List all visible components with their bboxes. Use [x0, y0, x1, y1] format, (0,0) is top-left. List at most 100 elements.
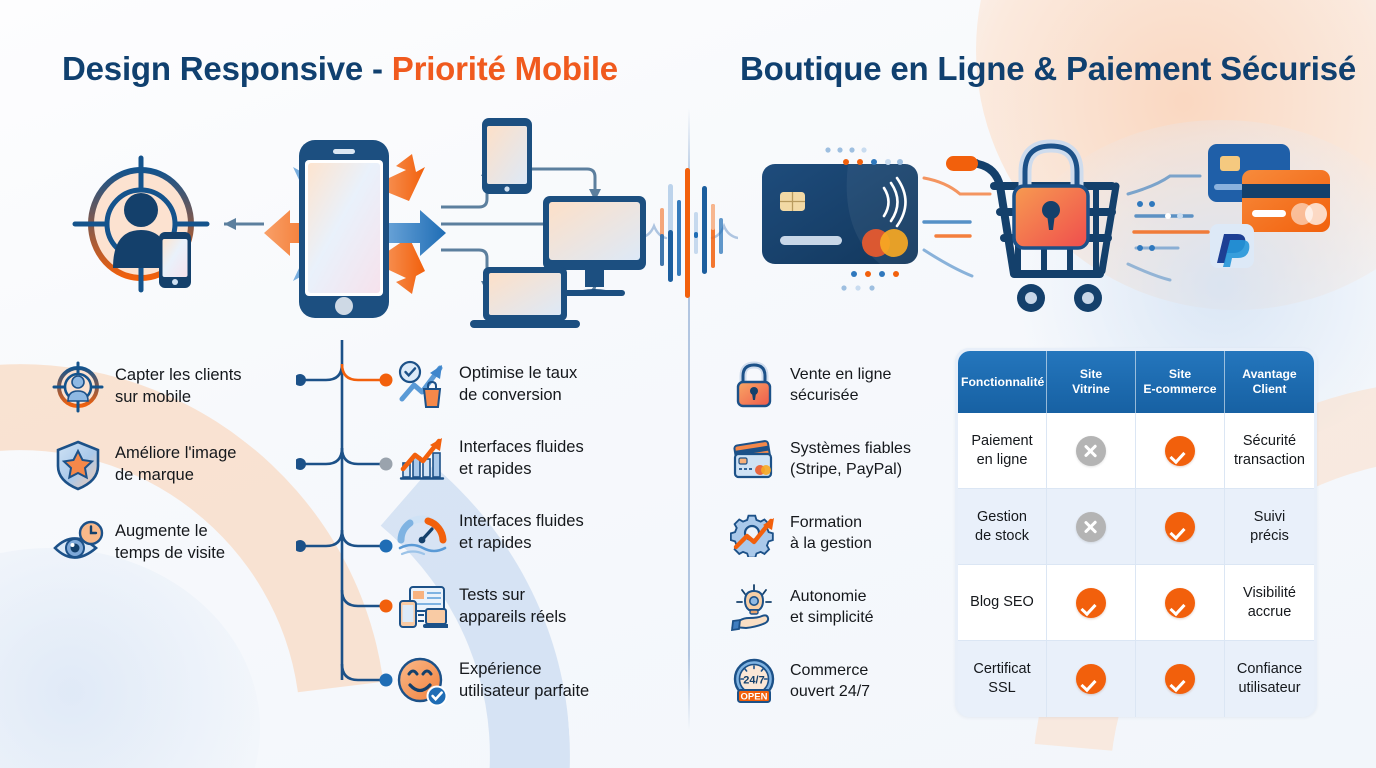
- connector-dot-right-5: [379, 673, 393, 687]
- cell-feature: Certificat SSL: [958, 641, 1047, 717]
- table-header-ecommerce: Site E-commerce: [1136, 351, 1225, 413]
- cell-vitrine: [1047, 641, 1136, 717]
- central-smartphone-illustration: [299, 140, 389, 318]
- cell-feature: Gestion de stock: [958, 489, 1047, 565]
- list-item-label: Expérience utilisateur parfaite: [459, 660, 590, 700]
- list-item-label: Capter les clients sur mobile: [115, 366, 242, 406]
- list-item[interactable]: Formation à la gestion: [730, 496, 954, 570]
- gear-shape: [730, 514, 774, 557]
- cross-icon: [1076, 435, 1106, 466]
- check-icon: [1165, 511, 1195, 542]
- connector-dot-left-2: [296, 458, 306, 470]
- target-audience-icon: [52, 361, 104, 413]
- list-item-label: Optimise le taux de conversion: [459, 364, 578, 404]
- dark-credit-card-illustration: [762, 164, 918, 264]
- ecommerce-payment-illustration: [762, 139, 1330, 312]
- cell-ecommerce: [1136, 489, 1225, 565]
- list-item[interactable]: Optimise le taux de conversion: [396, 348, 672, 422]
- multi-device-testing-icon: [399, 586, 448, 628]
- table-header-feature: Fonctionnalité: [958, 351, 1047, 413]
- list-item[interactable]: Capter les clients sur mobile: [52, 348, 302, 426]
- left-title-part1: Design Responsive -: [62, 50, 392, 87]
- cell-ecommerce: [1136, 565, 1225, 641]
- comparison-table-panel: Fonctionnalité Site Vitrine Site E-comme…: [955, 348, 1317, 717]
- cell-ecommerce: [1136, 413, 1225, 489]
- connector-dot-left-1: [296, 374, 306, 386]
- connector-dot-right-1: [379, 373, 393, 387]
- padlock-icon: [736, 361, 772, 408]
- clock-247-open-icon: 24/7 OPEN: [733, 658, 775, 703]
- waveform-divider-icon: [640, 168, 738, 298]
- table-header-avantage: Avantage Client: [1225, 351, 1314, 413]
- panel-divider: [688, 108, 690, 730]
- padlock-illustration: [1012, 139, 1090, 250]
- table-header-vitrine: Site Vitrine: [1047, 351, 1136, 413]
- right-features-list: Vente en ligne sécurisée Systèmes fiable…: [730, 348, 954, 718]
- list-item[interactable]: 24/7 OPEN Commerce ouvert 24/7: [730, 644, 954, 718]
- connector-dot-right-4: [379, 599, 393, 613]
- eye-clock-icon: [53, 520, 104, 559]
- cell-ecommerce: [1136, 641, 1225, 717]
- left-title-part2: Priorité Mobile: [391, 50, 618, 87]
- conversion-chart-bag-icon: [398, 360, 443, 408]
- list-item[interactable]: Expérience utilisateur parfaite: [396, 644, 672, 718]
- list-item-label: Autonomie et simplicité: [790, 587, 874, 626]
- comparison-table: Fonctionnalité Site Vitrine Site E-comme…: [958, 351, 1314, 717]
- arrow-to-audience: [224, 218, 264, 230]
- check-icon: [1165, 435, 1195, 466]
- list-item[interactable]: Tests sur appareils réels: [396, 570, 672, 644]
- check-icon: [1165, 587, 1195, 618]
- list-item-label: Interfaces fluides et rapides: [459, 512, 584, 552]
- right-panel-title: Boutique en Ligne & Paiement Sécurisé: [740, 50, 1357, 87]
- list-item-label: Améliore l'image de marque: [115, 444, 237, 484]
- table-header-row: Fonctionnalité Site Vitrine Site E-comme…: [958, 351, 1314, 413]
- middle-benefits-list: Optimise le taux de conversion Interface…: [396, 348, 672, 718]
- laptop-illustration: [470, 267, 580, 328]
- cell-vitrine: [1047, 565, 1136, 641]
- lightbulb-hand-icon: [730, 584, 772, 631]
- list-item[interactable]: Interfaces fluides et rapides: [396, 496, 672, 570]
- credit-cards-icon: [733, 440, 773, 479]
- smiley-check-icon: [397, 657, 448, 707]
- list-item-label: Systèmes fiables (Stripe, PayPal): [790, 439, 911, 478]
- check-icon: [1076, 587, 1106, 618]
- desktop-monitor-illustration: [543, 196, 646, 296]
- list-item[interactable]: Vente en ligne sécurisée: [730, 348, 954, 422]
- growth-bar-chart-icon: [399, 438, 445, 480]
- contactless-icon: [882, 176, 907, 228]
- list-item-label: Commerce ouvert 24/7: [790, 661, 871, 700]
- check-icon: [1165, 664, 1195, 694]
- clock-247-label: 24/7: [743, 675, 764, 687]
- gear-growth-icon: [730, 514, 774, 557]
- responsive-devices-illustration: [72, 118, 646, 328]
- open-badge-label: OPEN: [741, 692, 768, 703]
- flow-lines-left: [825, 147, 992, 291]
- list-item-label: Vente en ligne sécurisée: [790, 365, 892, 404]
- connector-dot-left-3: [296, 540, 306, 552]
- table-row: Gestion de stock Suivi précis: [958, 489, 1314, 565]
- list-item-label: Tests sur appareils réels: [459, 586, 567, 626]
- connector-tree: [296, 340, 393, 687]
- check-icon: [1076, 664, 1106, 694]
- list-item-label: Augmente le temps de visite: [115, 522, 226, 562]
- cell-avantage: Visibilité accrue: [1225, 565, 1314, 641]
- connector-dot-right-2: [379, 457, 393, 471]
- list-item[interactable]: Systèmes fiables (Stripe, PayPal): [730, 422, 954, 496]
- cell-avantage: Suivi précis: [1225, 489, 1314, 565]
- list-item-label: Interfaces fluides et rapides: [459, 438, 584, 478]
- target-person-illustration: [72, 155, 210, 293]
- list-item[interactable]: Autonomie et simplicité: [730, 570, 954, 644]
- cart-handle-tip: [946, 156, 978, 171]
- list-item[interactable]: Améliore l'image de marque: [52, 426, 302, 504]
- list-item[interactable]: Interfaces fluides et rapides: [396, 422, 672, 496]
- paypal-icon: [1210, 224, 1254, 268]
- cross-icon: [1076, 511, 1106, 542]
- list-item[interactable]: Augmente le temps de visite: [52, 504, 302, 582]
- shield-star-icon: [56, 440, 100, 491]
- list-item-label: Formation à la gestion: [790, 513, 872, 552]
